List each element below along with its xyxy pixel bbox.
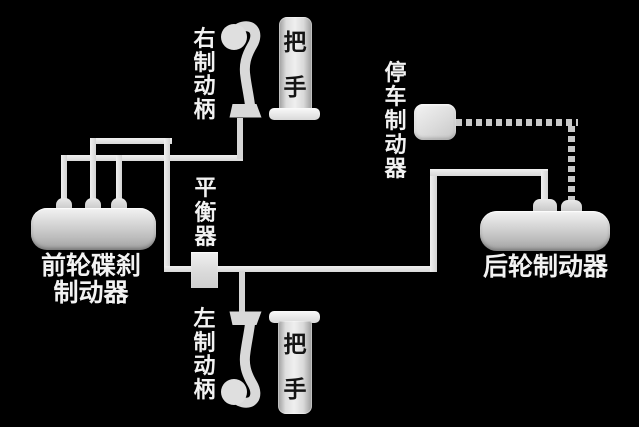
rear-drum-nipple-parking bbox=[561, 200, 582, 213]
front-brake-label-line2: 制动器 bbox=[53, 278, 129, 307]
cable-rear-drop-vertical bbox=[541, 171, 548, 202]
cable-front-drop-middle bbox=[90, 138, 96, 206]
parking-cable-dashed-horizontal bbox=[456, 119, 578, 126]
equalizer-label: 平衡器 bbox=[194, 175, 217, 249]
parking-cable-dashed-vertical bbox=[568, 126, 575, 203]
cable-front-drop-right bbox=[116, 155, 122, 206]
front-drum-brake-body bbox=[31, 208, 156, 250]
cable-rear-riser-vertical bbox=[430, 169, 437, 272]
bottom-grip-label: 把手 bbox=[283, 331, 307, 402]
front-drum-nipple-middle bbox=[85, 198, 101, 211]
parking-brake-label: 停车制动器 bbox=[384, 60, 407, 181]
cable-rear-upper-horizontal bbox=[430, 169, 548, 176]
cable-front-upper-horizontal bbox=[90, 138, 172, 144]
parking-brake-unit bbox=[414, 104, 456, 140]
front-brake-label-line1: 前轮碟刹 bbox=[40, 252, 141, 280]
rear-drum-nipple-cable bbox=[533, 199, 557, 213]
left-brake-lever bbox=[221, 311, 262, 408]
right-brake-lever-shape bbox=[221, 21, 262, 118]
cable-front-lower-horizontal bbox=[61, 155, 243, 161]
front-brake-label: 前轮碟刹 制动器 bbox=[16, 253, 166, 306]
right-lever-label: 右制动柄 bbox=[193, 26, 216, 122]
left-brake-lever-shape bbox=[221, 311, 262, 408]
equalizer-block bbox=[191, 252, 218, 288]
cable-front-drop-left bbox=[61, 155, 67, 206]
rear-brake-label: 后轮制动器 bbox=[482, 253, 608, 281]
left-lever-label: 左制动柄 bbox=[193, 306, 216, 402]
cable-equalizer-horizontal bbox=[164, 266, 437, 272]
right-lever-wire bbox=[237, 118, 243, 159]
top-grip-bar bbox=[279, 17, 312, 112]
rear-drum-brake-body bbox=[480, 211, 610, 251]
top-grip-label: 把手 bbox=[283, 29, 307, 100]
cable-to-equalizer-vertical bbox=[164, 138, 170, 272]
bottom-grip-bar bbox=[278, 321, 312, 414]
right-brake-lever bbox=[221, 21, 262, 118]
top-grip-base bbox=[269, 108, 320, 120]
front-drum-nipple-left bbox=[56, 198, 72, 211]
front-drum-nipple-right bbox=[111, 198, 127, 211]
left-lever-wire bbox=[239, 271, 245, 314]
bottom-grip-base bbox=[269, 311, 320, 323]
